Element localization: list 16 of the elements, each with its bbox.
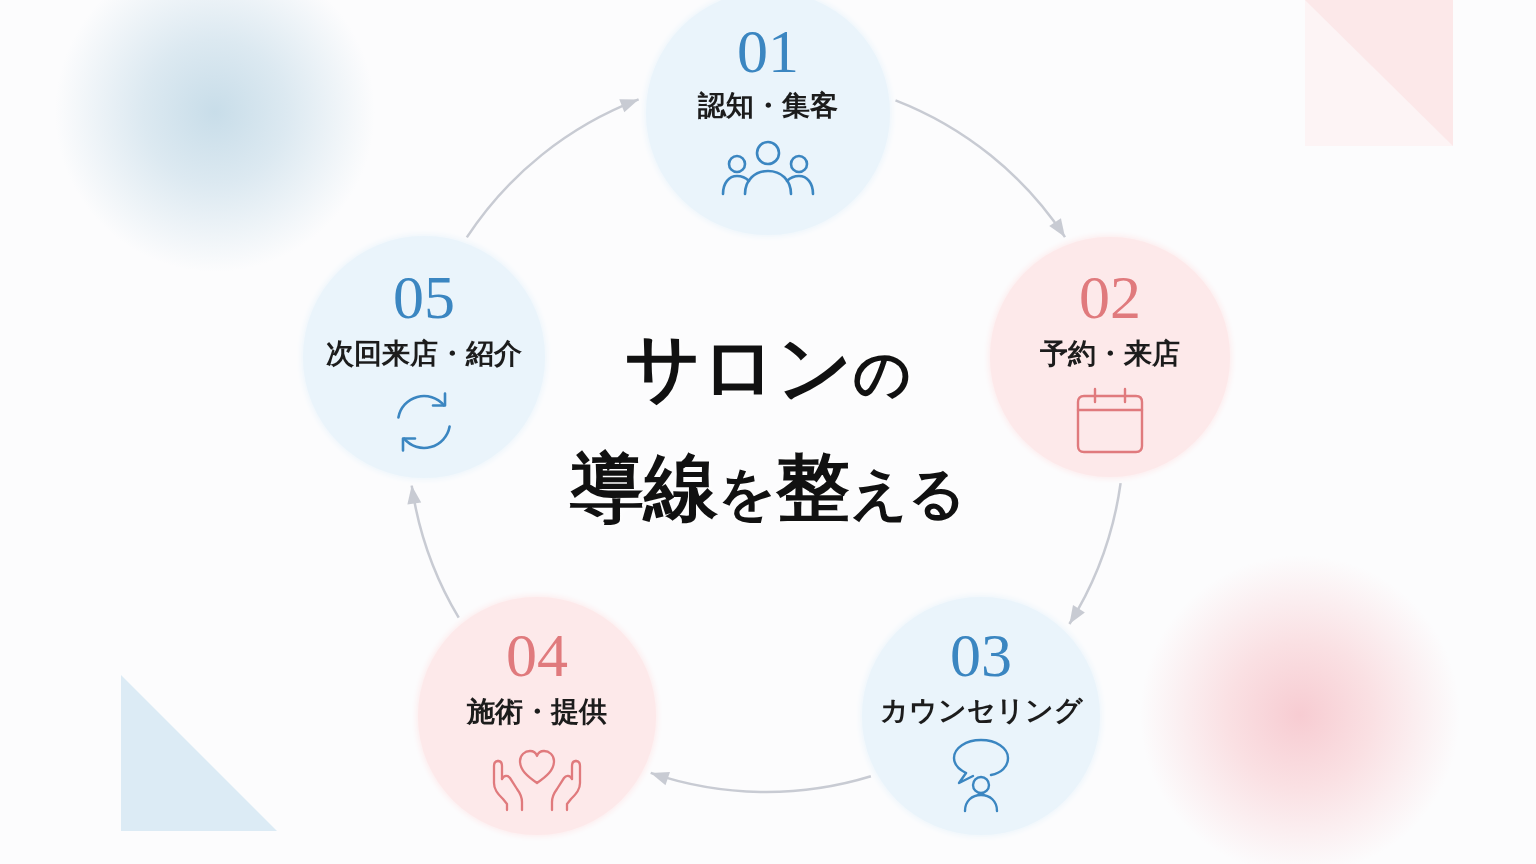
step-label: 施術・提供 <box>467 698 607 726</box>
title: サロンの導線を整える <box>570 326 966 531</box>
step-label: 次回来店・紹介 <box>326 340 522 368</box>
arrow <box>894 99 1066 238</box>
step-number: 02 <box>1079 266 1141 328</box>
step-number: 04 <box>506 624 568 686</box>
arrow <box>1068 482 1122 625</box>
arrow <box>650 770 872 793</box>
step-number: 03 <box>950 624 1012 686</box>
arrow <box>465 98 640 239</box>
step-label: 予約・来店 <box>1040 340 1180 368</box>
step-number: 05 <box>393 266 455 328</box>
step-label: カウンセリング <box>879 697 1083 725</box>
arrow <box>408 485 460 619</box>
step-label: 認知・集客 <box>698 92 838 120</box>
step-number: 01 <box>737 20 799 82</box>
